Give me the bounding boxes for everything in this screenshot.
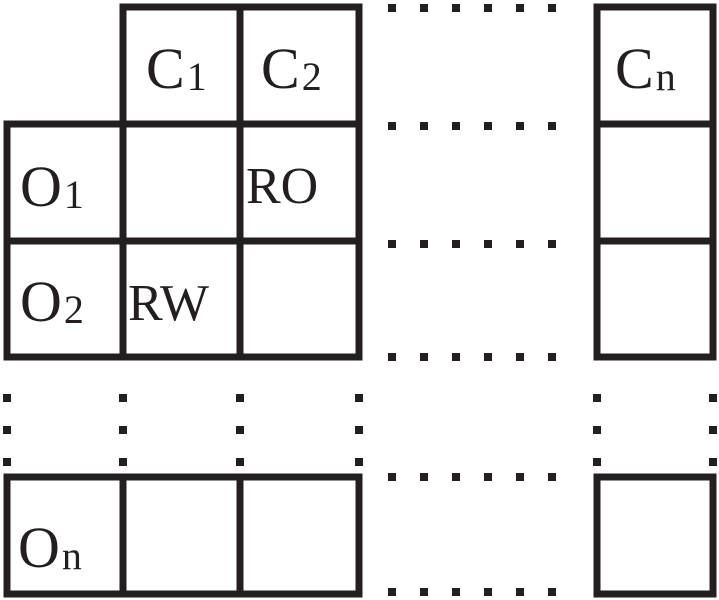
ellipsis-lines	[3, 4, 717, 596]
row-header-o1: O1	[20, 154, 84, 219]
row-header-on: On	[18, 515, 82, 580]
cell-o1-c2-rights: RO	[246, 158, 318, 215]
grid-lines	[3, 3, 717, 598]
column-header-cn: Cn	[615, 36, 676, 101]
column-header-c1: C1	[146, 36, 207, 101]
column-header-c2: C2	[261, 36, 322, 101]
row-header-o2: O2	[20, 269, 84, 334]
cell-o2-c1-rights: RW	[128, 275, 209, 332]
